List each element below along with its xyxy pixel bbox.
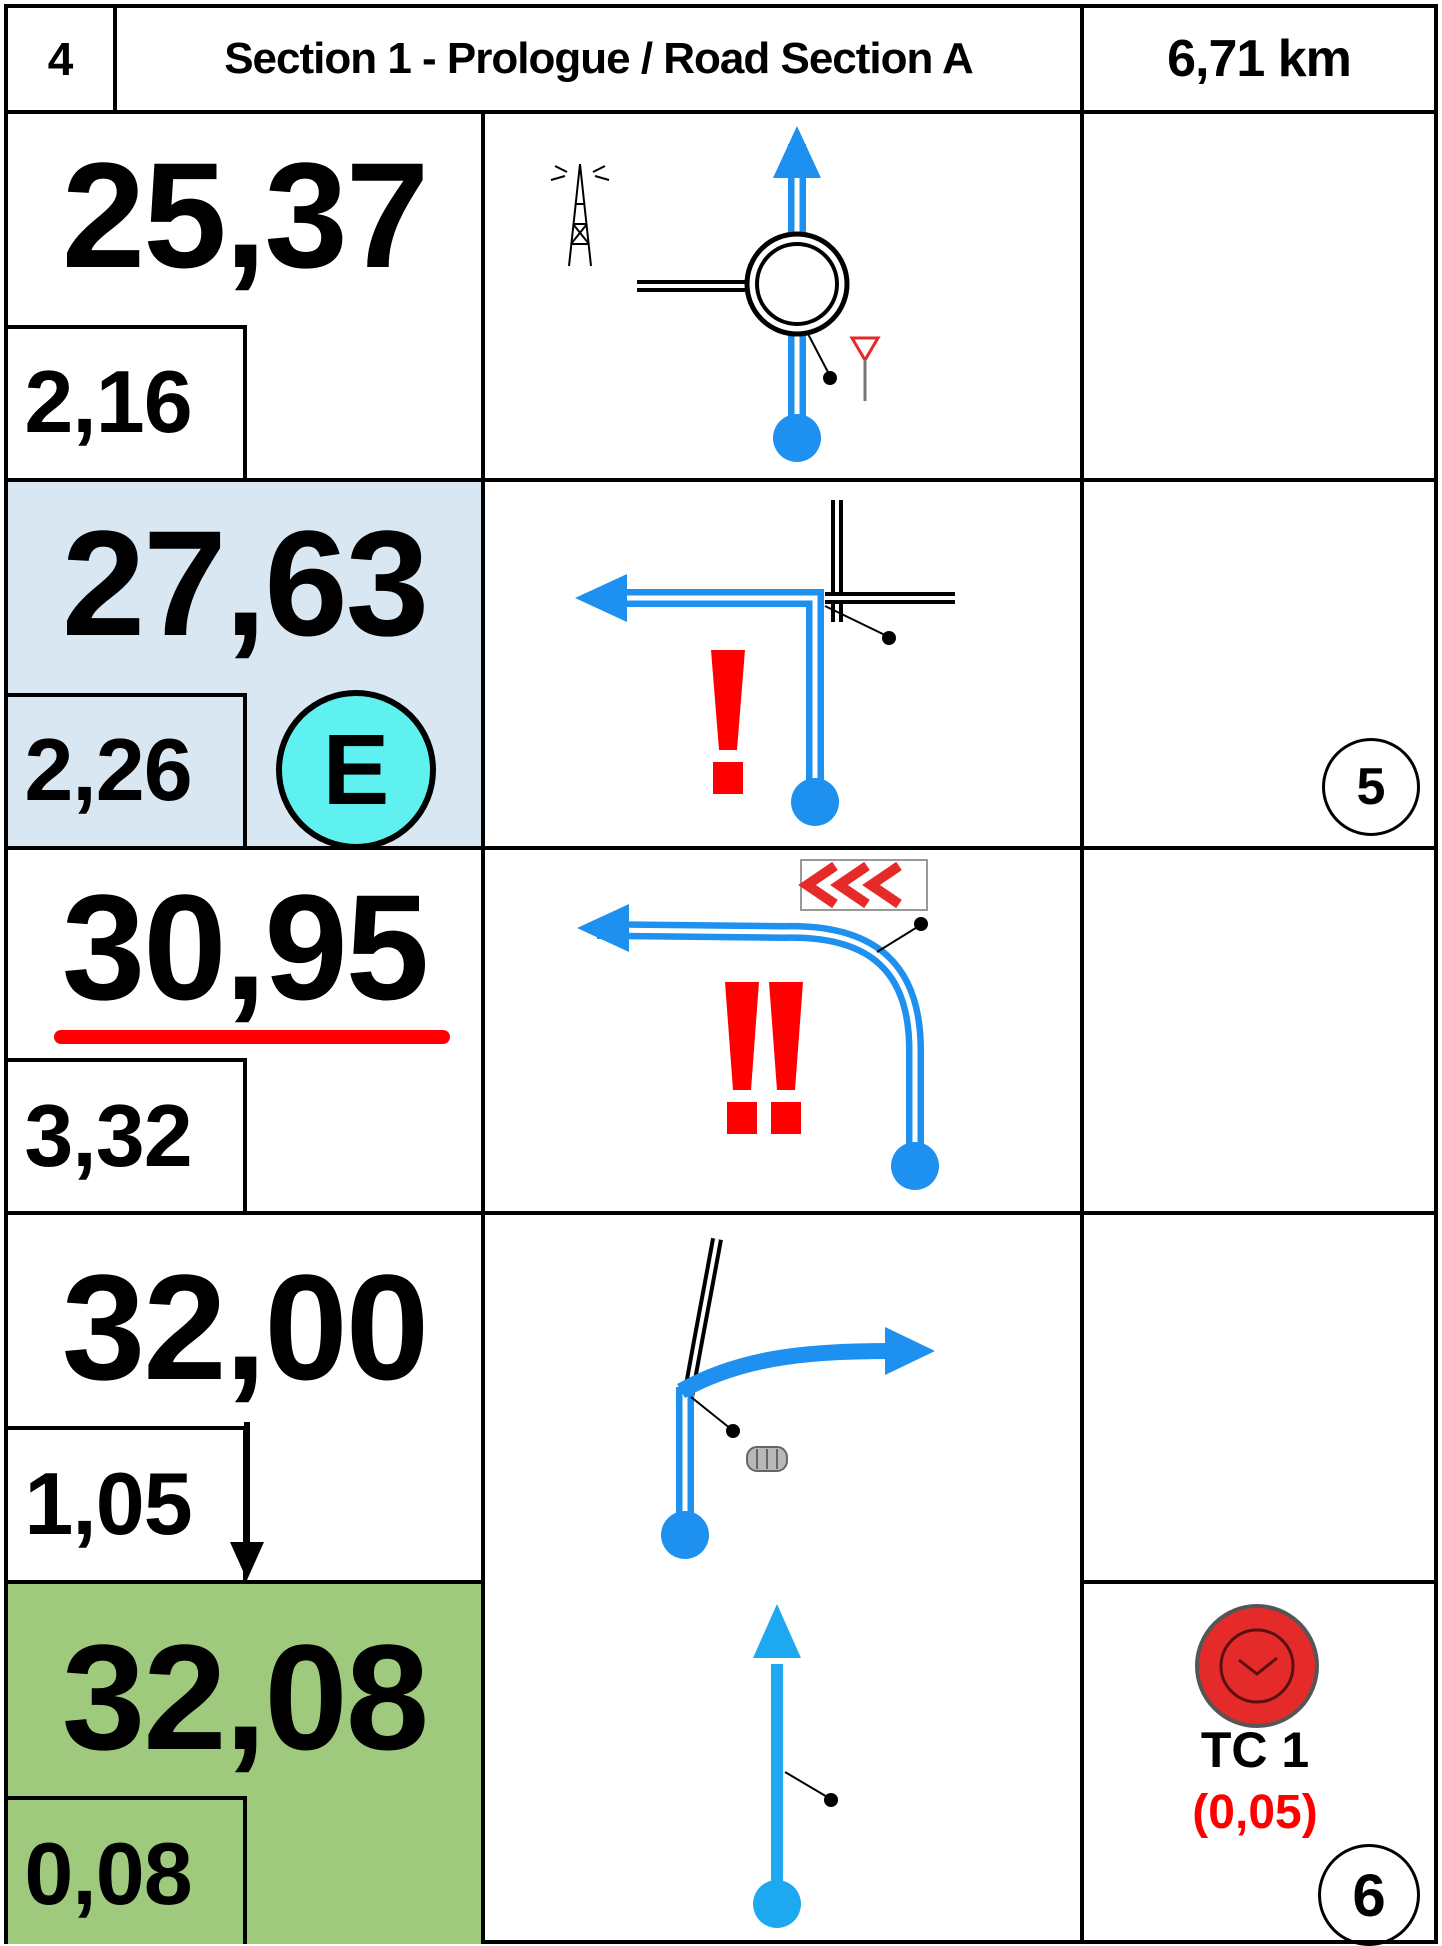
partial-distance-1: 2,16 [24, 352, 192, 451]
row-divider-1 [4, 478, 1438, 482]
header-divider-1 [113, 4, 117, 114]
route-line [753, 1604, 838, 1928]
route-line [575, 574, 896, 826]
total-distance-3: 30,95 [61, 863, 429, 1031]
partial-distance-3: 3,32 [24, 1086, 192, 1185]
partial-box-5 [4, 1796, 247, 1944]
time-control-time: (0,05) [1192, 1785, 1318, 1839]
col-divider-right [1080, 110, 1084, 1944]
roundabout-diagram [550, 126, 881, 462]
total-distance-2: 27,63 [61, 499, 429, 667]
col-divider-left [481, 110, 485, 1944]
section-distance: 6,71 km [1167, 30, 1352, 88]
grid-frame [4, 110, 1438, 1944]
section-title: Section 1 - Prologue / Road Section A [224, 34, 974, 83]
chevron-sign-icon [798, 859, 928, 911]
double-caution-exclamation-icon [725, 982, 803, 1134]
down-arrow-icon [230, 1422, 264, 1580]
row-divider-3 [4, 1211, 1438, 1215]
total-distance-4: 32,00 [61, 1243, 429, 1411]
caution-exclamation-icon [711, 650, 745, 794]
total-distance-1: 25,37 [61, 131, 429, 299]
total-distance-5: 32,08 [61, 1613, 429, 1781]
right-fork-diagram [661, 1237, 935, 1559]
time-control-label: TC 1 [1200, 1722, 1310, 1778]
give-way-sign-icon [806, 331, 881, 401]
left-turn-diagram [575, 500, 955, 826]
straight-ahead-diagram [753, 1604, 838, 1928]
sharp-left-curve-diagram [577, 859, 939, 1190]
partial-distance-2: 2,26 [24, 720, 192, 819]
page-number: 4 [47, 33, 74, 85]
entry-badge-e: E [276, 690, 436, 850]
time-control-clock-icon [1195, 1604, 1319, 1728]
roundabout-icon [744, 231, 850, 337]
note-circle-5: 5 [1322, 738, 1420, 836]
note-circle-6: 6 [1318, 1844, 1420, 1946]
row-divider-4 [4, 1580, 485, 1584]
route-line [661, 1327, 935, 1559]
route-line [577, 904, 939, 1190]
header-divider-2 [1080, 4, 1084, 114]
crossroad-icon [825, 500, 955, 622]
partial-distance-5: 0,08 [24, 1824, 192, 1923]
row-divider-4-right [1080, 1580, 1438, 1584]
header-bar [4, 4, 1438, 114]
radio-mast-icon [550, 163, 610, 267]
grid-bumps-icon [746, 1446, 788, 1472]
danger-underline [54, 1030, 450, 1044]
partial-distance-4: 1,05 [24, 1454, 192, 1553]
row-divider-2 [4, 846, 1438, 850]
